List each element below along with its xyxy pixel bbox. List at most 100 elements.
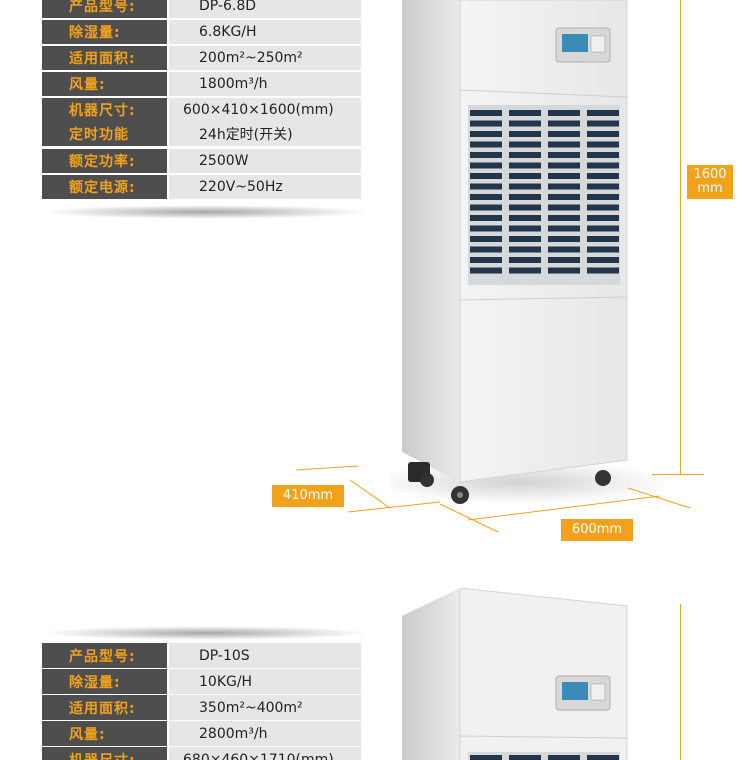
vent-slat (509, 236, 541, 242)
spec-label: 适用面积: (42, 695, 167, 720)
vent-slat (548, 173, 580, 179)
vent-slat (470, 257, 502, 263)
vent-slat (548, 267, 580, 274)
vent-slat (548, 236, 580, 242)
spec-row-power: 额定功率: 2500W (42, 149, 361, 173)
height-dimension-line (680, 0, 681, 475)
vent-slat (509, 246, 541, 253)
dehumidifier-dp-6-8d-image (390, 0, 670, 504)
spec-label: 产品型号: (42, 0, 167, 18)
spec-label: 适用面积: (42, 46, 167, 70)
height-dimension-line-2 (680, 604, 681, 760)
vent-slat (587, 141, 619, 148)
vent-slat (548, 204, 580, 211)
vent-slat (587, 246, 619, 253)
spec-value: 220V~50Hz (167, 175, 361, 199)
vent-slat (509, 162, 541, 169)
vent-slat (509, 194, 541, 200)
depth-dimension-badge: 410mm (272, 485, 344, 507)
vent-slat (548, 755, 580, 760)
vent-slat (509, 267, 541, 274)
spec-value: DP-10S (167, 643, 361, 668)
spec-row-size: 机器尺寸: 680×460×1710(mm) (42, 747, 361, 760)
vent-slat (470, 755, 502, 760)
vent-slat (548, 162, 580, 169)
vent-slat (548, 152, 580, 158)
vent-slat (470, 246, 502, 253)
height-value: 1600 (693, 167, 727, 182)
spec-label: 风量: (42, 72, 167, 96)
vent-slat (587, 204, 619, 211)
vent-slat (470, 183, 502, 190)
height-dimension-tick (652, 474, 704, 475)
spec-value: 680×460×1710(mm) (167, 747, 361, 760)
width-dimension-badge: 600mm (561, 519, 633, 541)
vent-slat (470, 110, 502, 116)
spec-value: 200m²~250m² (167, 46, 361, 70)
vent-slat (587, 225, 619, 232)
vent-slat (587, 173, 619, 179)
vent-slat (509, 755, 541, 760)
vent-slat (587, 110, 619, 116)
vent-slat (509, 152, 541, 158)
vent-slat (548, 131, 580, 137)
vent-slat (548, 215, 580, 221)
spec-label: 定时功能 (42, 122, 167, 146)
spec-value: 2800m³/h (167, 721, 361, 746)
height-unit: mm (697, 181, 723, 196)
vent-slat (587, 236, 619, 242)
spec-label: 机器尺寸: (42, 98, 167, 122)
spec-row-dehumidification: 除湿量: 6.8KG/H (42, 20, 361, 44)
spec-row-model: 产品型号: DP-10S (42, 643, 361, 668)
vent-slat (509, 183, 541, 190)
vent-slat (509, 110, 541, 116)
vent-slat (509, 257, 541, 263)
spec-row-dehumidification: 除湿量: 10KG/H (42, 669, 361, 694)
vent-slat (548, 120, 580, 127)
spec-row-airflow: 风量: 1800m³/h (42, 72, 361, 96)
spec-value: 350m²~400m² (167, 695, 361, 720)
spec-label: 额定功率: (42, 149, 167, 173)
vent-slat (470, 162, 502, 169)
vent-slat (470, 236, 502, 242)
spec-row-timer: 定时功能 24h定时(开关) (42, 122, 361, 146)
vent-slat (587, 194, 619, 200)
vent-slat (509, 173, 541, 179)
dehumidifier-dp-10s-image (402, 588, 628, 760)
spec-row-airflow: 风量: 2800m³/h (42, 721, 361, 746)
spec-label: 风量: (42, 721, 167, 746)
spec-row-area: 适用面积: 350m²~400m² (42, 695, 361, 720)
spec-row-model: 产品型号: DP-6.8D (42, 0, 361, 18)
spec-value: DP-6.8D (167, 0, 361, 18)
vent-slat (470, 215, 502, 221)
table-shadow (40, 626, 370, 640)
vent-slat (548, 257, 580, 263)
vent-slat (470, 120, 502, 127)
table-shadow (40, 205, 370, 219)
spec-value: 600×410×1600(mm) (167, 98, 361, 122)
vent-slat (587, 152, 619, 158)
spec-value: 6.8KG/H (167, 20, 361, 44)
vent-slat (587, 120, 619, 127)
spec-value: 24h定时(开关) (167, 122, 361, 146)
vent-slat (509, 131, 541, 137)
spec-label: 除湿量: (42, 20, 167, 44)
vent-slat (587, 257, 619, 263)
spec-label: 机器尺寸: (42, 747, 167, 760)
spec-row-voltage: 额定电源: 220V~50Hz (42, 175, 361, 199)
spec-row-area: 适用面积: 200m²~250m² (42, 46, 361, 70)
vent-slat (548, 141, 580, 148)
vent-slat (509, 215, 541, 221)
vent-slat (587, 755, 619, 760)
spec-value: 2500W (167, 149, 361, 173)
spec-label: 额定电源: (42, 175, 167, 199)
vent-slat (470, 225, 502, 232)
vent-slat (470, 173, 502, 179)
spec-value: 10KG/H (167, 669, 361, 694)
vent-slat (548, 225, 580, 232)
vent-slat (470, 131, 502, 137)
height-dimension-badge: 1600 mm (687, 165, 733, 199)
vent-slat (548, 194, 580, 200)
vent-slat (548, 246, 580, 253)
